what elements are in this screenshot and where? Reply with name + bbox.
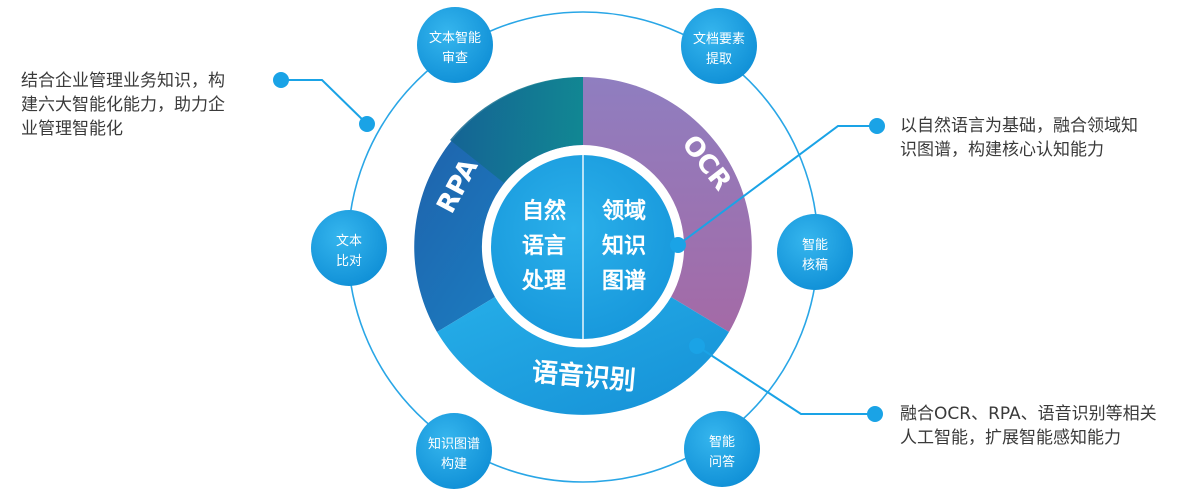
annotation-right-bottom: 融合OCR、RPA、语音识别等相关 人工智能，扩展智能感知能力 — [900, 404, 1157, 448]
segment-speech — [437, 297, 729, 415]
connector-left — [273, 72, 375, 132]
svg-text:领域: 领域 — [602, 198, 646, 224]
svg-text:文档要素: 文档要素 — [693, 32, 745, 47]
svg-text:知识: 知识 — [602, 233, 646, 259]
svg-text:智能: 智能 — [802, 238, 828, 253]
center-right-text: 领域 知识 图谱 — [602, 198, 646, 294]
segment-ocr — [583, 77, 752, 332]
annotation-left: 结合企业管理业务知识，构 建六大智能化能力，助力企 业管理智能化 — [21, 71, 225, 139]
svg-text:问答: 问答 — [709, 454, 735, 470]
svg-text:构建: 构建 — [441, 457, 467, 472]
svg-text:知识图谱: 知识图谱 — [428, 436, 480, 452]
node-text-compare: 文本 比对 — [311, 210, 387, 286]
connector-right-top — [670, 118, 885, 253]
svg-text:核稿: 核稿 — [802, 257, 828, 273]
svg-text:图谱: 图谱 — [602, 268, 646, 294]
node-smart-check: 智能 核稿 — [777, 214, 853, 290]
svg-text:处理: 处理 — [521, 268, 566, 294]
svg-text:提取: 提取 — [706, 51, 732, 67]
svg-text:自然: 自然 — [522, 198, 566, 224]
annotation-right-top: 以自然语言为基础，融合领域知 识图谱，构建核心认知能力 — [900, 116, 1138, 160]
svg-text:比对: 比对 — [336, 254, 362, 269]
node-kg-build: 知识图谱 构建 — [416, 413, 492, 489]
center-left-text: 自然 语言 处理 — [521, 198, 566, 294]
svg-text:文本: 文本 — [336, 234, 362, 249]
svg-text:语言: 语言 — [522, 233, 566, 259]
segment-rpa-top — [450, 76, 583, 183]
node-text-review: 文本智能 审查 — [417, 7, 493, 83]
svg-text:审查: 审查 — [442, 51, 468, 66]
node-smart-qa: 智能 问答 — [684, 411, 760, 487]
connector-right-bottom — [689, 338, 883, 422]
svg-text:智能: 智能 — [709, 435, 735, 450]
node-doc-extract: 文档要素 提取 — [681, 8, 757, 84]
svg-text:文本智能: 文本智能 — [429, 31, 481, 46]
